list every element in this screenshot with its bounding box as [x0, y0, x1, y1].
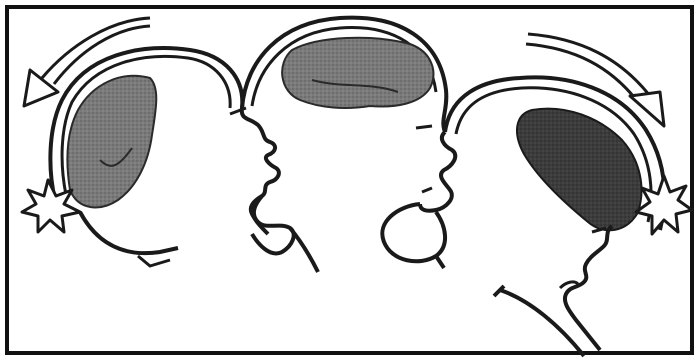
- brain-icon: [517, 109, 641, 231]
- face-profile: [565, 226, 612, 350]
- brain-icon: [67, 76, 156, 208]
- right-head: [445, 34, 692, 356]
- jaw-outline: [252, 196, 294, 253]
- brain-icon: [282, 38, 433, 108]
- left-head: [22, 18, 279, 266]
- neck-outline: [80, 212, 178, 253]
- face-profile: [420, 132, 455, 211]
- face-profile: [242, 108, 279, 234]
- neck-outline: [500, 290, 584, 356]
- impact-star-icon: [636, 176, 692, 234]
- chin-outline: [382, 204, 445, 261]
